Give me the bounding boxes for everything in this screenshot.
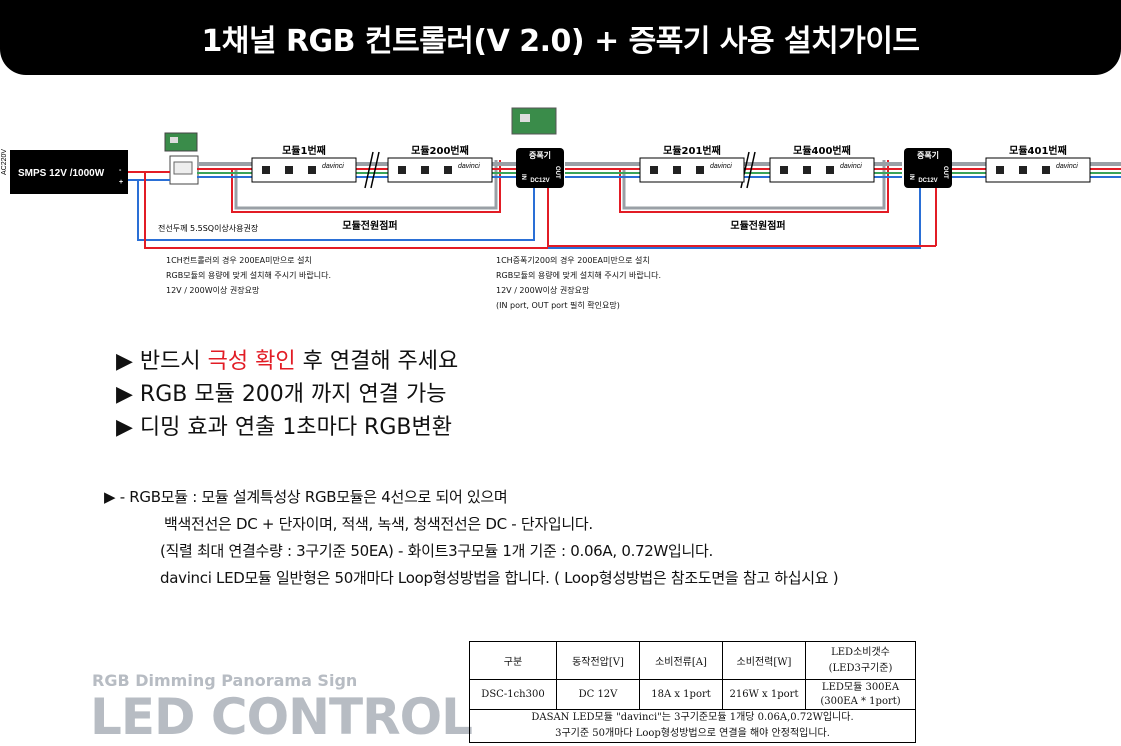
amplifier-1-chip-icon — [520, 114, 530, 122]
amplifier-1-in: IN — [520, 174, 526, 180]
jumper-label-1: 모듈전원점퍼 — [342, 219, 397, 232]
brand-subtitle: RGB Dimming Panorama Sign — [92, 671, 358, 690]
bullet-item: ▶ RGB 모듈 200개 까지 연결 가능 — [116, 382, 447, 407]
table-row: DSC-1ch300 DC 12V 18A x 1port 216W x 1po… — [469, 679, 916, 710]
spec-table: 구분 동작전압[V] 소비전류[A] 소비전력[W] LED소비갯수 (LED3… — [469, 641, 916, 743]
power-line-red-1 — [144, 172, 549, 249]
module-1-brand: davinci — [322, 163, 344, 170]
led-module-1: davinci — [251, 157, 357, 183]
smps-plus: + — [119, 179, 123, 186]
table-cell: 18A x 1port — [639, 679, 723, 710]
note-left-line: 1CH컨트롤러의 경우 200EA미만으로 설치 — [166, 256, 312, 265]
page-title: 1채널 RGB 컨트롤러(V 2.0) + 증폭기 사용 설치가이드 — [201, 23, 920, 59]
module-401-brand: davinci — [1056, 163, 1078, 170]
jumper-gray-1 — [234, 160, 498, 210]
wire-thickness-note: 전선두께 5.5SQ이상사용권장 — [158, 223, 259, 233]
module-201-brand: davinci — [710, 163, 732, 170]
title-bar: 1채널 RGB 컨트롤러(V 2.0) + 증폭기 사용 설치가이드 — [0, 0, 1121, 75]
amplifier-1-title: 증폭기 — [529, 150, 551, 160]
table-cell: DC 12V — [556, 679, 640, 710]
led-module-401: davinci — [985, 157, 1091, 183]
amplifier-2-out: OUT — [942, 166, 948, 179]
jumper-gray-2 — [622, 160, 886, 210]
module-201-label: 모듈201번째 — [663, 144, 721, 157]
note-right: 1CH증폭기200의 경우 200EA미만으로 설치 RGB모듈의 용량에 맞게… — [496, 253, 661, 313]
table-header: 소비전력[W] — [722, 641, 806, 680]
smps-label: SMPS 12V /1000W — [18, 168, 105, 179]
key-bullets: ▶ 반드시 극성 확인 후 연결해 주세요 ▶ RGB 모듈 200개 까지 연… — [116, 345, 458, 444]
note-right-line: 12V / 200W이상 권장요망 — [496, 286, 590, 295]
module-200-brand: davinci — [458, 163, 480, 170]
controller-chip-icon — [170, 137, 178, 143]
module-1-label: 모듈1번째 — [282, 144, 326, 157]
amplifier-2-box — [904, 148, 952, 188]
jumper-red-2 — [619, 160, 889, 213]
table-header: 구분 — [469, 641, 557, 680]
amplifier-2-title: 증폭기 — [917, 150, 939, 160]
wiring-diagram: AC220V SMPS 12V /1000W - + — [1, 107, 1121, 249]
bullet-item: ▶ 디밍 효과 연출 1초마다 RGB변환 — [116, 415, 452, 440]
table-cell: DSC-1ch300 — [469, 679, 557, 710]
table-footer-line: 3구기준 50개마다 Loop형성방법으로 연결을 해야 안정적입니다. — [555, 728, 830, 739]
module-200-label: 모듈200번째 — [411, 144, 469, 157]
amplifier-1-board-icon — [511, 107, 557, 135]
table-header: 소비전류[A] — [639, 641, 723, 680]
amplifier-1-voltage: DC12V — [530, 178, 549, 184]
note-left-line: 12V / 200W이상 권장요망 — [166, 286, 260, 295]
amplifier-2-voltage: DC12V — [918, 178, 937, 184]
amplifier-1-out: OUT — [554, 166, 560, 179]
amplifier-2-in: IN — [908, 174, 914, 180]
note-right-line: RGB모듈의 용량에 맞게 설치해 주시기 바랍니다. — [496, 271, 661, 280]
table-header: 동작전압[V] — [556, 641, 640, 680]
controller-board-icon — [164, 132, 198, 152]
led-module-200: davinci — [387, 157, 493, 183]
triangle-icon: ▶ — [116, 415, 133, 440]
table-footer: DASAN LED모듈 "davinci"는 3구기준모듈 1개당 0.06A,… — [469, 709, 916, 743]
description-line: ▶ - RGB모듈 : 모듈 설계특성상 RGB모듈은 4선으로 되어 있으며 — [104, 488, 508, 506]
note-right-line: 1CH증폭기200의 경우 200EA미만으로 설치 — [496, 256, 650, 265]
table-cell: LED모듈 300EA (300EA * 1port) — [805, 679, 916, 710]
jumper-red-1 — [231, 160, 501, 213]
led-module-400: davinci — [769, 157, 875, 183]
brand-logo-text: LED CONTROL — [90, 688, 473, 746]
ac-label: AC220V — [1, 149, 8, 175]
table-footer-row: DASAN LED모듈 "davinci"는 3구기준모듈 1개당 0.06A,… — [469, 709, 916, 743]
module-401-label: 모듈401번째 — [1009, 144, 1067, 157]
triangle-icon: ▶ — [116, 349, 133, 374]
description: ▶ - RGB모듈 : 모듈 설계특성상 RGB모듈은 4선으로 되어 있으며 … — [104, 484, 839, 592]
triangle-icon: ▶ — [116, 382, 133, 407]
description-line: (직렬 최대 연결수량 : 3구기준 50EA) - 화이트3구모듈 1개 기준… — [160, 542, 714, 560]
power-line-blue-1 — [137, 180, 535, 241]
break-mark-1 — [364, 151, 380, 189]
jumper-label-2: 모듈전원점퍼 — [730, 219, 785, 232]
table-header: LED소비갯수 (LED3구기준) — [805, 641, 916, 680]
amplifier-1-box — [516, 148, 564, 188]
module-400-label: 모듈400번째 — [793, 144, 851, 157]
table-cell: 216W x 1port — [722, 679, 806, 710]
note-left-line: RGB모듈의 용량에 맞게 설치해 주시기 바랍니다. — [166, 271, 331, 280]
controller-terminal-icon — [173, 161, 193, 175]
description-line: davinci LED모듈 일반형은 50개마다 Loop형성방법을 합니다. … — [160, 569, 839, 587]
note-left: 1CH컨트롤러의 경우 200EA미만으로 설치 RGB모듈의 용량에 맞게 설… — [166, 253, 331, 298]
bullet-item: ▶ 반드시 극성 확인 후 연결해 주세요 — [116, 349, 459, 374]
table-header-row: 구분 동작전압[V] 소비전류[A] 소비전력[W] LED소비갯수 (LED3… — [469, 641, 916, 680]
description-line: 백색전선은 DC + 단자이며, 적색, 녹색, 청색전선은 DC - 단자입니… — [164, 515, 593, 533]
power-line-blue-2 — [548, 188, 921, 249]
table-footer-line: DASAN LED모듈 "davinci"는 3구기준모듈 1개당 0.06A,… — [531, 712, 854, 723]
note-right-line: (IN port, OUT port 필히 확인요망) — [496, 301, 620, 310]
led-module-201: davinci — [639, 157, 745, 183]
highlight-text: 극성 확인 — [207, 349, 296, 374]
smps-minus: - — [119, 167, 122, 174]
module-400-brand: davinci — [840, 163, 862, 170]
smps-box — [10, 150, 128, 194]
